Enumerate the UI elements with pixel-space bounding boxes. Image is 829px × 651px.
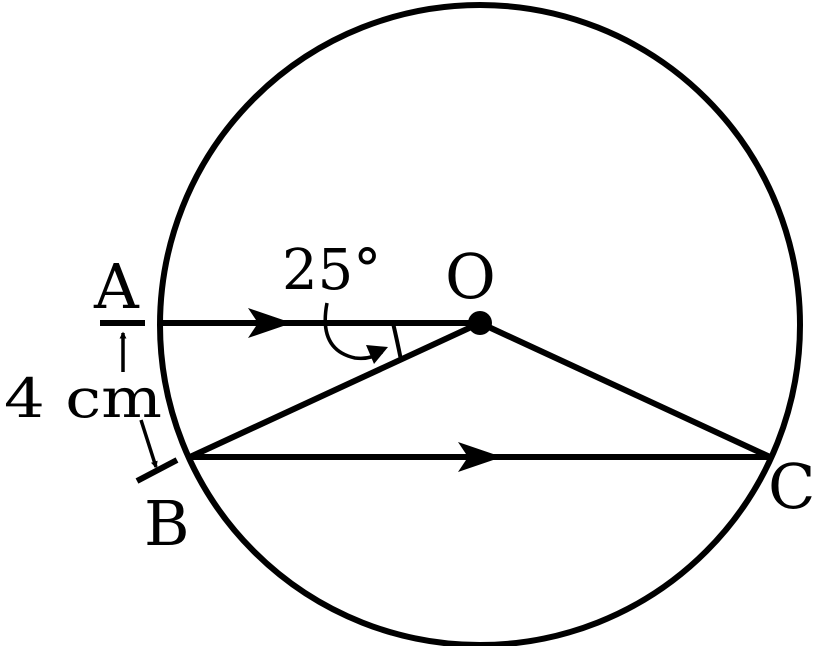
parallel-arrow-ao: [248, 308, 292, 338]
parallel-arrow-bc: [458, 442, 502, 472]
label-a: A: [93, 250, 140, 323]
dimension-arrow-down: [139, 419, 158, 469]
label-o: O: [445, 240, 496, 313]
center-point-o: [468, 311, 492, 335]
angle-arc: [391, 322, 403, 361]
label-c: C: [768, 450, 815, 523]
angle-pointer-head: [366, 345, 388, 364]
angle-label: 25°: [282, 238, 381, 303]
label-b: B: [144, 487, 190, 560]
tick-b: [135, 457, 179, 484]
segment-oc: [478, 320, 772, 460]
distance-label: 4 cm: [4, 367, 162, 430]
segment-ob: [188, 320, 482, 460]
